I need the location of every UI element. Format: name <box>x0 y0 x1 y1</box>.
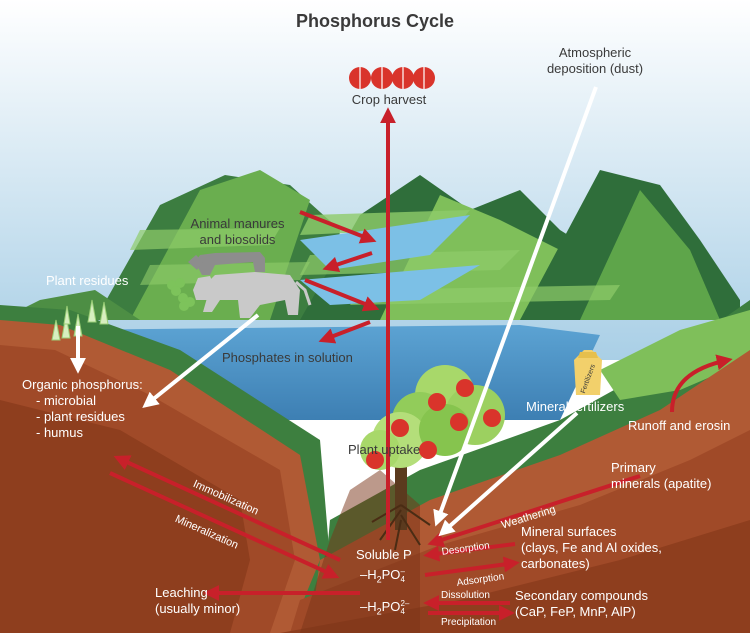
plant-uptake-label: Plant uptake <box>348 442 421 457</box>
h2po4-1-charge: –4 <box>400 566 405 584</box>
secondary-line-2: (CaP, FeP, MnP, AlP) <box>515 604 636 619</box>
crop-harvest-label: Crop harvest <box>351 92 427 107</box>
organic-phosphorus-label: Organic phosphorus: - microbial - plant … <box>22 377 143 441</box>
plant-residues-label: Plant residues <box>46 273 129 288</box>
mineral-surfaces-line-3: carbonates) <box>521 556 590 571</box>
soil-layers <box>0 300 750 633</box>
organic-item-plant-residues: - plant residues <box>36 409 125 424</box>
organic-item-humus: - humus <box>36 425 83 440</box>
primary-minerals-line-2: minerals (apatite) <box>611 476 712 491</box>
phosphates-in-solution-label: Phosphates in solution <box>222 350 353 365</box>
organic-phosphorus-list: - microbial - plant residues - humus <box>22 393 143 441</box>
apple-icon <box>349 67 435 89</box>
soluble-p-label: Soluble P <box>356 547 412 562</box>
organic-item-microbial: - microbial <box>36 393 96 408</box>
diagram-title: Phosphorus Cycle <box>295 11 455 31</box>
mineral-surfaces-line-2: (clays, Fe and Al oxides, <box>521 540 662 555</box>
manure-to-organic-arrow <box>142 313 260 409</box>
leaching-line-2: (usually minor) <box>155 601 241 616</box>
tree-apples <box>366 379 501 469</box>
h2po4-2-sub4: 4 <box>400 606 405 616</box>
mineral-fertilizers-label: Mineral fertilizers <box>526 399 625 414</box>
runoff-label: Runoff and erosin <box>628 418 731 433</box>
primary-minerals-line-1: Primary <box>611 460 656 475</box>
leaching-label: Leaching (usually minor) <box>155 585 240 617</box>
animal-manures-line-1: Animal manures <box>190 216 285 231</box>
organic-phosphorus-title: Organic phosphorus: <box>22 377 143 392</box>
white-arrows <box>70 86 598 537</box>
dissolution-label: Dissolution <box>441 590 490 601</box>
atmospheric-deposition-label: Atmospheric deposition (dust) <box>520 45 670 77</box>
fertilizer-arrow <box>438 411 579 537</box>
mineral-surfaces-label: Mineral surfaces (clays, Fe and Al oxide… <box>521 524 662 572</box>
atmospheric-arrow <box>433 86 598 527</box>
manure-arrow-2 <box>322 251 373 273</box>
h2po4-1-mid: PO <box>381 567 401 582</box>
h2po4-2-charge: 2–4 <box>400 598 410 616</box>
runoff-arrow <box>670 354 733 413</box>
clover-icon <box>167 278 195 311</box>
atmospheric-line-1: Atmospheric <box>558 45 632 60</box>
h2po4-2-pre: –H <box>360 599 377 614</box>
cow-icon <box>188 252 312 318</box>
h2po4-1-sub2: 2 <box>376 574 382 585</box>
h2po4-2-mid: PO <box>381 599 401 614</box>
atmospheric-line-2: deposition (dust) <box>546 61 644 76</box>
primary-minerals-label: Primary minerals (apatite) <box>611 460 711 492</box>
secondary-compounds-label: Secondary compounds (CaP, FeP, MnP, AlP) <box>515 588 648 620</box>
manure-arrow-1 <box>299 210 377 244</box>
immobilization-arrow <box>113 455 341 562</box>
adsorption-arrow <box>424 556 520 577</box>
h2po4-2-sub2: 2 <box>376 606 382 617</box>
mineral-surfaces-line-1: Mineral surfaces <box>521 524 617 539</box>
animal-manures-line-2: and biosolids <box>199 232 276 247</box>
desorption-arrow <box>423 542 516 562</box>
h2po4-1-pre: –H <box>360 567 377 582</box>
h2po4-minus-label: –H2PO–4 <box>360 567 405 588</box>
weathering-arrow <box>427 474 641 548</box>
mineralization-arrow <box>109 471 340 579</box>
leaching-line-1: Leaching <box>155 585 208 600</box>
manure-arrow-3 <box>304 278 380 312</box>
h2po4-1-sup: – <box>400 566 405 576</box>
animal-manures-label: Animal manures and biosolids <box>175 216 300 248</box>
secondary-line-1: Secondary compounds <box>515 588 648 603</box>
fertilizer-bag-icon <box>574 350 602 395</box>
red-arrows <box>109 107 733 621</box>
h2po4-2-sup: 2– <box>400 598 410 608</box>
h2po4-1-sub4: 4 <box>400 574 405 584</box>
precipitation-label: Precipitation <box>441 617 497 628</box>
manure-arrow-4 <box>318 320 371 344</box>
